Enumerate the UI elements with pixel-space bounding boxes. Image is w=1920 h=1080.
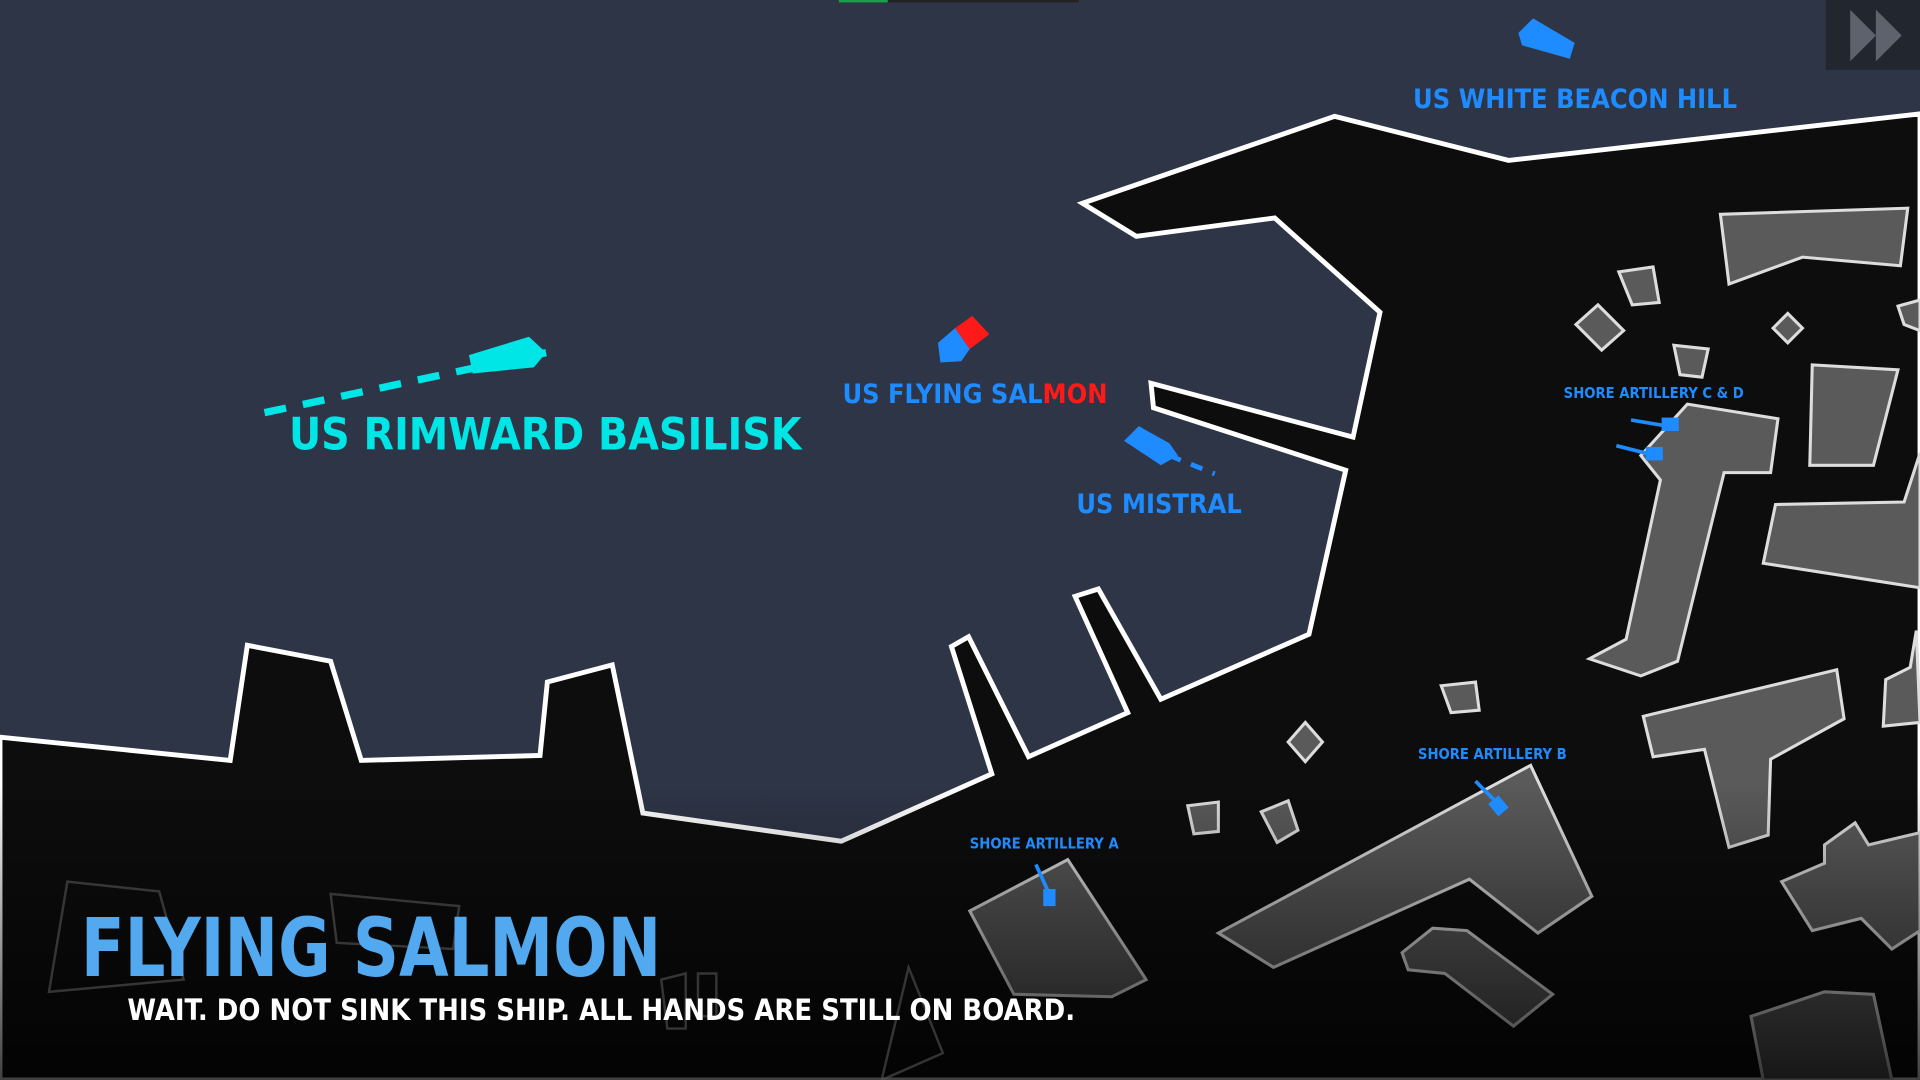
artillery-label: SHORE ARTILLERY A bbox=[970, 836, 1120, 853]
ship-mistral[interactable]: US MISTRAL bbox=[1076, 426, 1242, 520]
ship-label: US RIMWARD BASILISK bbox=[289, 409, 803, 460]
ship-white-beacon-hill[interactable]: US WHITE BEACON HILL bbox=[1413, 18, 1737, 115]
artillery-label: SHORE ARTILLERY C & D bbox=[1564, 385, 1744, 402]
damage-marker bbox=[955, 315, 990, 349]
ship-icon bbox=[468, 336, 547, 374]
ship-flying-salmon[interactable]: US FLYING SALMON bbox=[842, 315, 1107, 410]
shore-artillery-b[interactable]: SHORE ARTILLERY B bbox=[1418, 746, 1567, 817]
ship-icon bbox=[937, 328, 970, 363]
ship-label: US MISTRAL bbox=[1076, 489, 1241, 520]
caption-subtitle: WAIT. DO NOT SINK THIS SHIP. ALL HANDS A… bbox=[127, 993, 1075, 1027]
gun-icon bbox=[1488, 795, 1509, 817]
shore-artillery-cd[interactable]: SHORE ARTILLERY C & D bbox=[1564, 385, 1744, 461]
caption-title: FLYING SALMON bbox=[81, 902, 661, 996]
health-bar bbox=[838, 0, 1079, 3]
gun-icon bbox=[1645, 446, 1663, 461]
gun-icon bbox=[1661, 417, 1679, 432]
fast-forward-button[interactable] bbox=[1825, 0, 1920, 70]
gun-icon bbox=[1043, 888, 1056, 907]
caption-shade bbox=[0, 783, 1920, 1080]
ship-label: US WHITE BEACON HILL bbox=[1413, 84, 1737, 115]
shore-artillery-a[interactable]: SHORE ARTILLERY A bbox=[970, 836, 1120, 907]
background-buildings bbox=[47, 880, 945, 1080]
ship-icon bbox=[1124, 426, 1178, 466]
artillery-label: SHORE ARTILLERY B bbox=[1418, 746, 1567, 763]
ship-label: US FLYING SALMON bbox=[842, 379, 1107, 410]
ship-rimward-basilisk[interactable]: US RIMWARD BASILISK bbox=[263, 336, 803, 461]
ship-icon bbox=[1518, 18, 1575, 59]
